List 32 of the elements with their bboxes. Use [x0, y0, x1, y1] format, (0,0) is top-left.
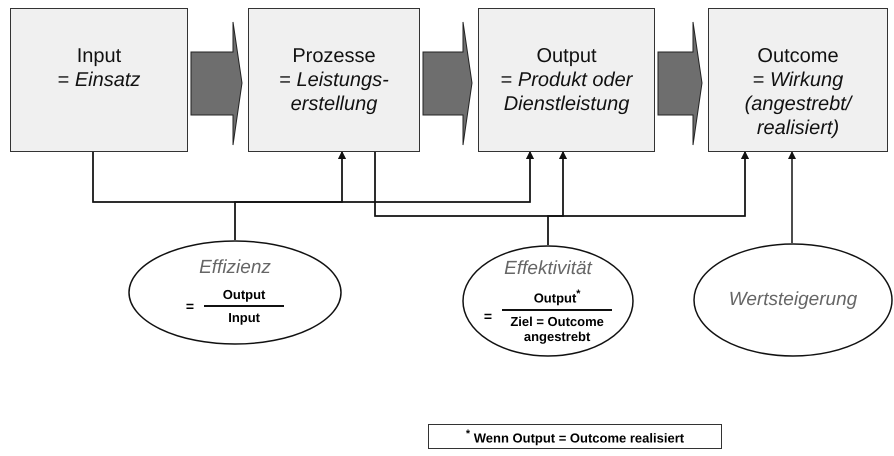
- process-box: [708, 8, 888, 152]
- ellipse-node: [693, 243, 893, 357]
- box-description: = Einsatz: [58, 68, 140, 92]
- numerator: Output$^{*}$: [534, 288, 580, 306]
- ellipse-title: Effektivität: [504, 258, 592, 280]
- box-heading: Input: [76, 45, 122, 68]
- process-box: [10, 8, 188, 152]
- ellipse-title: Wertsteigerung: [728, 289, 858, 311]
- ellipse-title: Effizienz: [199, 256, 271, 278]
- box-heading: Outcome: [757, 45, 839, 68]
- process-box: [478, 8, 655, 152]
- connector-arrow: [234, 151, 534, 240]
- process-box: [248, 8, 420, 152]
- footnote-box: [428, 424, 722, 449]
- block-arrow: [422, 22, 472, 146]
- connector-arrow: [547, 151, 749, 245]
- block-arrow: [190, 22, 242, 146]
- block-arrow: [658, 22, 702, 146]
- box-heading: Output: [536, 45, 597, 68]
- connector-arrow: [788, 151, 796, 243]
- footnote-text: $^{*}$ Wenn Output = Outcome realisiert: [466, 428, 684, 446]
- box-description: = Produkt oder Dienstleistung: [500, 68, 634, 116]
- denominator: Input: [228, 310, 260, 324]
- ellipse-node: [462, 245, 634, 357]
- box-description: = Wirkung (angestrebt/ realisiert): [744, 68, 854, 140]
- ellipse-node: [128, 240, 342, 345]
- box-heading: Prozesse: [292, 45, 376, 68]
- equals-sign: =: [186, 298, 194, 314]
- equals-sign: =: [484, 308, 492, 324]
- denominator: Ziel = Outcome angestrebt: [509, 314, 605, 344]
- numerator: Output: [222, 286, 266, 302]
- box-description: = Leistungs- erstellung: [278, 68, 390, 116]
